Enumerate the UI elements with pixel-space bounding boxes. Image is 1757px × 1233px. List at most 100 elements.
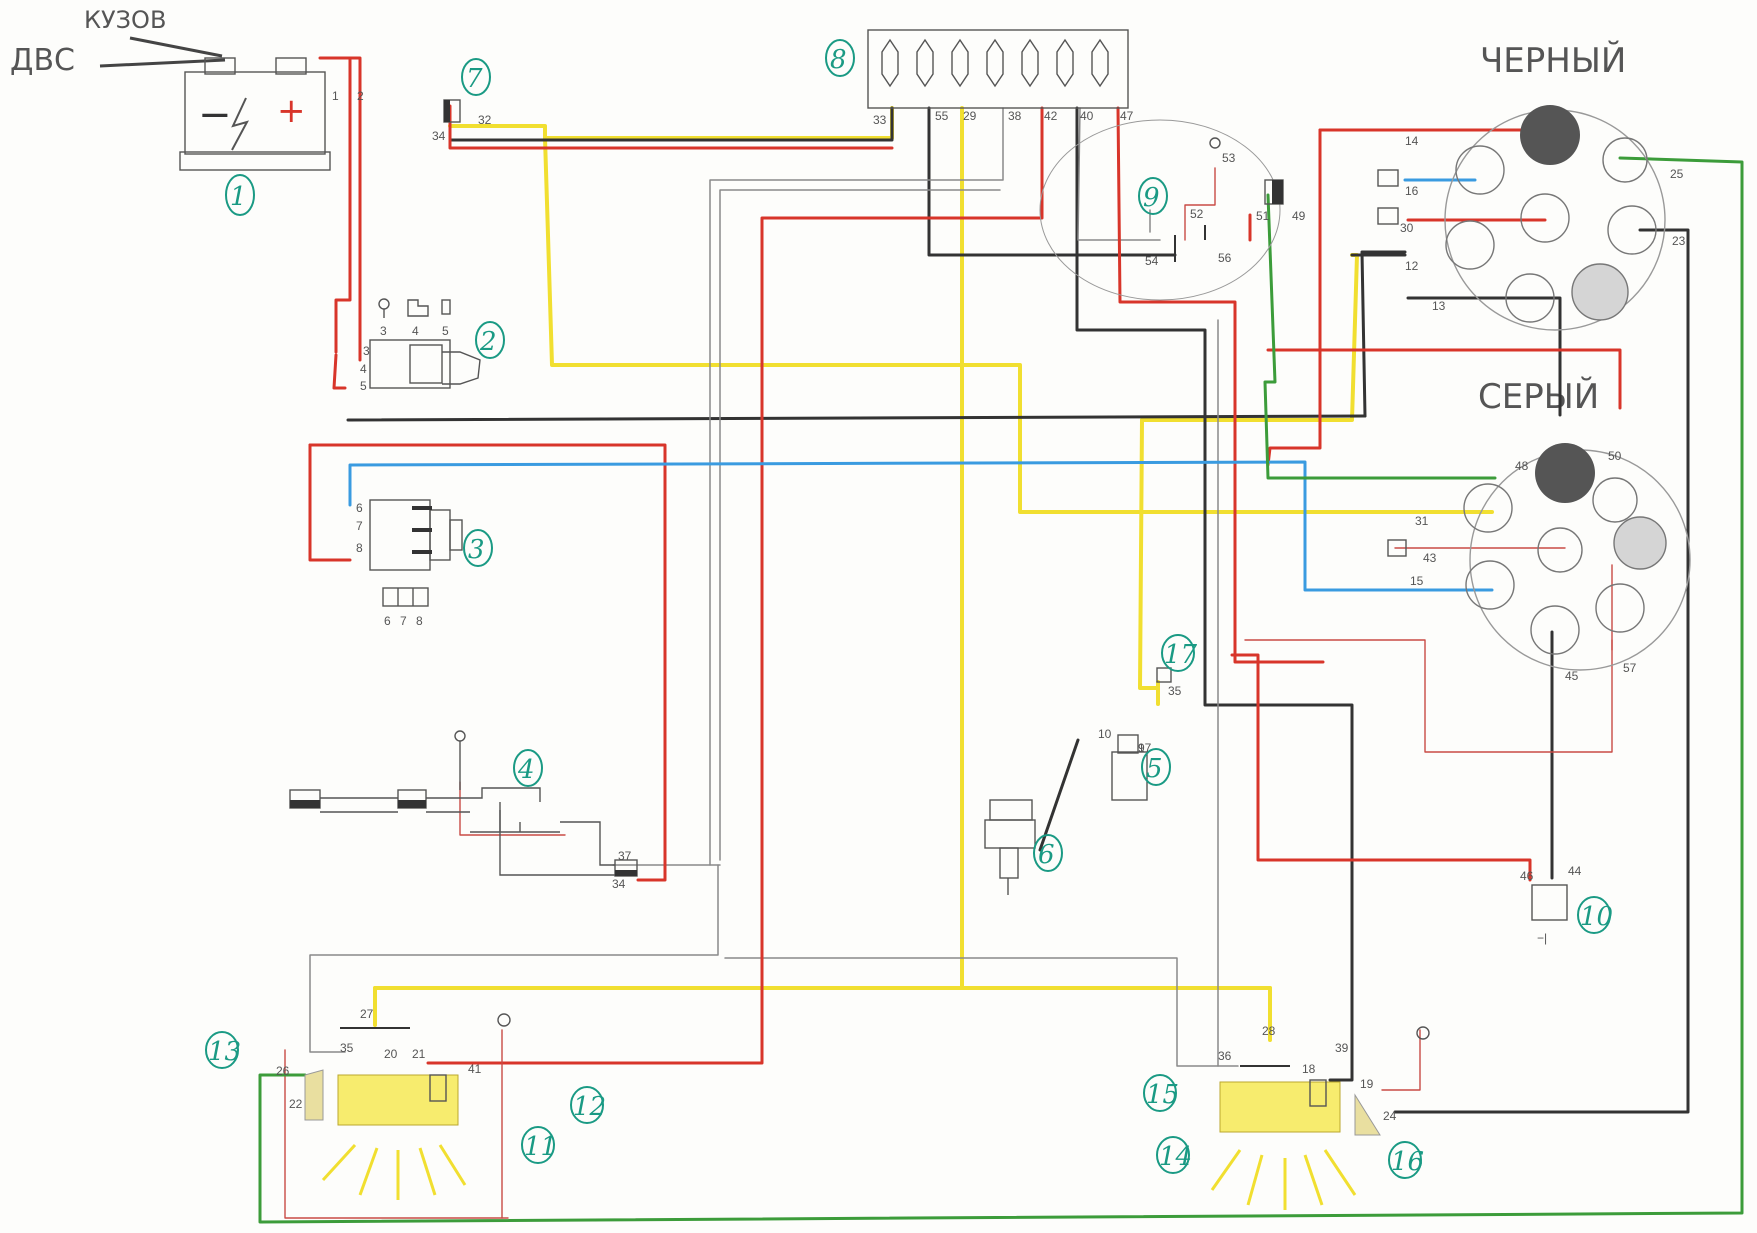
- wire-tags: 1 2 3 4 5 6 7 8 9 10 12 13 14 15 16 17 1…: [276, 89, 1686, 1123]
- svg-text:1: 1: [230, 182, 247, 212]
- svg-text:8: 8: [830, 45, 847, 75]
- wire-tag: 2: [357, 89, 364, 103]
- svg-text:12: 12: [573, 1092, 606, 1122]
- svg-text:5: 5: [1146, 754, 1163, 784]
- wire-tag: 25: [1670, 167, 1684, 181]
- wire-tag: 27: [360, 1007, 374, 1021]
- battery: − +: [179, 57, 331, 171]
- left-light-rays: [321, 1143, 467, 1200]
- light-switch: 6 7 8: [369, 499, 463, 628]
- wire-tag: 38: [1008, 109, 1022, 123]
- wire-tag: 37: [618, 849, 632, 863]
- wire-tag: 43: [1423, 551, 1437, 565]
- switch-group-4: [289, 730, 638, 877]
- svg-text:4: 4: [517, 755, 535, 785]
- wire-tag: 14: [1405, 134, 1419, 148]
- socket10-symbol: −|: [1537, 931, 1547, 945]
- svg-text:3: 3: [468, 535, 485, 565]
- wire-tag: 20: [384, 1047, 398, 1061]
- distributor-6: [984, 799, 1036, 895]
- marker-16: 16: [1388, 1141, 1424, 1179]
- wire-tag: 34: [432, 129, 446, 143]
- wire-tag: 16: [1405, 184, 1419, 198]
- wire-tag: 48: [1515, 459, 1529, 473]
- wire-tag: 35: [340, 1041, 354, 1055]
- marker-1: 1: [225, 174, 255, 216]
- marker-17: 17: [1161, 634, 1198, 672]
- wire-tag: 46: [1520, 869, 1534, 883]
- switch2-label-3: 3: [380, 324, 387, 338]
- wire-tag: 35: [1168, 684, 1182, 698]
- wire-tag: 9: [1138, 741, 1145, 755]
- svg-text:17: 17: [1164, 640, 1198, 670]
- svg-text:15: 15: [1146, 1080, 1179, 1110]
- lamp-17: [1156, 667, 1172, 683]
- marker-15: 15: [1143, 1074, 1179, 1112]
- wire-tag: 19: [1360, 1077, 1374, 1091]
- wire-tag: 26: [276, 1064, 290, 1078]
- dvs-label: ДВС: [10, 43, 75, 78]
- lightning-icon: [231, 97, 249, 151]
- svg-text:14: 14: [1159, 1142, 1192, 1172]
- wire-tag: 29: [963, 109, 977, 123]
- instrument-circle-9: [1039, 119, 1284, 301]
- wire-tag: 1: [332, 89, 339, 103]
- svg-text:6: 6: [1038, 840, 1055, 870]
- wire-tag: 40: [1080, 109, 1094, 123]
- black-socket-label: ЧЕРНЫЙ: [1480, 40, 1626, 81]
- wire-tag: 15: [1410, 574, 1424, 588]
- wire-tag: 53: [1222, 151, 1236, 165]
- wire-tag: 39: [1335, 1041, 1349, 1055]
- marker-5: 5: [1141, 748, 1171, 786]
- wire-tag: 52: [1190, 207, 1204, 221]
- svg-text:13: 13: [208, 1037, 241, 1067]
- battery-minus-sign: −: [198, 92, 232, 138]
- wire-tag: 21: [412, 1047, 426, 1061]
- switch2-label-5: 5: [442, 324, 449, 338]
- wire-tag: 41: [468, 1062, 482, 1076]
- wire-tag: 34: [612, 877, 626, 891]
- wire-tag: 56: [1218, 251, 1232, 265]
- left-headlamp: [304, 1013, 511, 1200]
- wire-tag: 44: [1568, 864, 1582, 878]
- wire-tag: 45: [1565, 669, 1579, 683]
- wire-tag: 55: [935, 109, 949, 123]
- sensor-5: [1111, 734, 1148, 801]
- socket-10: −|: [1531, 884, 1568, 945]
- switch3-label-7: 7: [400, 614, 407, 628]
- ground-leads: [99, 36, 226, 68]
- wire-tag: 47: [1120, 109, 1134, 123]
- wire-tag: 22: [289, 1097, 303, 1111]
- gray-socket-label: СЕРЫЙ: [1478, 376, 1599, 417]
- wire-tag: 33: [873, 113, 887, 127]
- wire-tag: 32: [478, 113, 492, 127]
- wire-tag: 30: [1400, 221, 1414, 235]
- marker-6: 6: [1033, 834, 1063, 872]
- thin-red-wires: [284, 167, 1613, 1219]
- marker-2: 2: [475, 321, 505, 359]
- wire-tag: 12: [1405, 259, 1419, 273]
- marker-9: 9: [1138, 177, 1168, 215]
- wire-tag: 36: [1218, 1049, 1232, 1063]
- marker-8: 8: [825, 39, 855, 77]
- wire-tag: 28: [1262, 1024, 1276, 1038]
- wire-tag: 13: [1432, 299, 1446, 313]
- wire-tag: 7: [356, 519, 363, 533]
- kuzov-label: КУЗОВ: [84, 6, 166, 34]
- wire-tag: 24: [1383, 1109, 1397, 1123]
- right-light-rays: [1210, 1149, 1357, 1210]
- marker-12: 12: [570, 1086, 606, 1124]
- yellow-wires: [373, 106, 1494, 1042]
- switch3-label-6: 6: [384, 614, 391, 628]
- gray-wires: [309, 107, 1239, 1067]
- svg-text:9: 9: [1143, 183, 1160, 213]
- black-socket: [1377, 105, 1666, 331]
- marker-11: 11: [521, 1126, 557, 1164]
- wire-tag: 51: [1256, 209, 1270, 223]
- wire-tag: 6: [356, 501, 363, 515]
- wire-tag: 54: [1145, 254, 1159, 268]
- svg-text:7: 7: [466, 64, 483, 94]
- wire-tag: 50: [1608, 449, 1622, 463]
- marker-14: 14: [1156, 1136, 1192, 1174]
